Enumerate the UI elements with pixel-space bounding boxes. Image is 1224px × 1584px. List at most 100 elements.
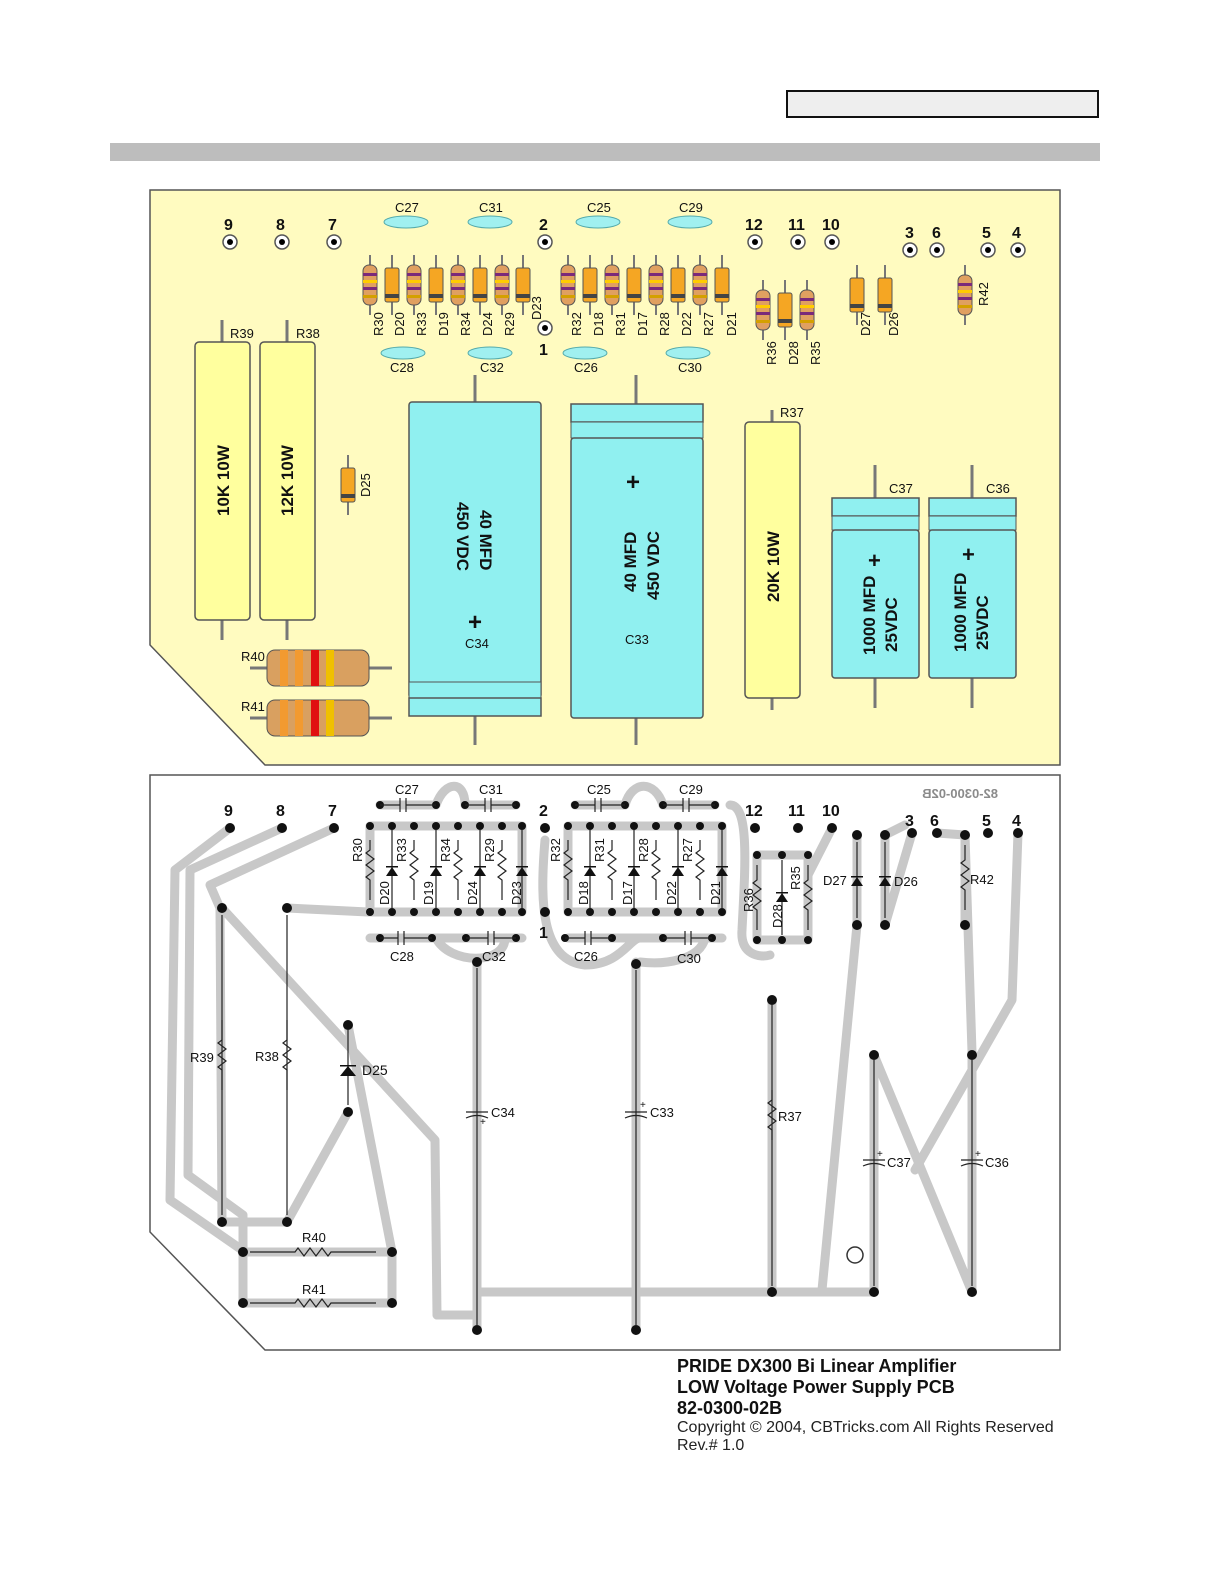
- svg-text:C29: C29: [679, 200, 703, 215]
- svg-text:R28: R28: [657, 312, 672, 336]
- svg-text:R41: R41: [241, 699, 265, 714]
- svg-text:R36: R36: [764, 341, 779, 365]
- svg-text:R30: R30: [350, 838, 365, 862]
- svg-text:R40: R40: [302, 1230, 326, 1245]
- small-caps-top: C27 C31 C25 C29 C28 C32 C26 C30: [380, 200, 713, 375]
- svg-text:1000 MFD: 1000 MFD: [860, 576, 879, 655]
- svg-text:C25: C25: [587, 782, 611, 797]
- svg-text:C33: C33: [650, 1105, 674, 1120]
- svg-text:C26: C26: [574, 949, 598, 964]
- pins-bottom: 9 8 7 2 1 12 11 10 3 6 5 4: [224, 803, 1021, 942]
- svg-text:R36: R36: [741, 888, 756, 912]
- caption-revision: Rev.# 1.0: [677, 1437, 745, 1454]
- svg-text:R33: R33: [414, 312, 429, 336]
- svg-text:R29: R29: [482, 838, 497, 862]
- svg-text:R28: R28: [636, 838, 651, 862]
- svg-text:D21: D21: [724, 312, 739, 336]
- svg-text:25VDC: 25VDC: [973, 595, 992, 650]
- svg-text:11: 11: [788, 803, 805, 820]
- svg-text:R42: R42: [976, 282, 991, 306]
- svg-text:C30: C30: [677, 951, 701, 966]
- svg-text:D18: D18: [591, 312, 606, 336]
- svg-text:R39: R39: [230, 326, 254, 341]
- svg-text:D19: D19: [436, 312, 451, 336]
- svg-text:D18: D18: [576, 881, 591, 905]
- svg-text:+: +: [640, 1100, 646, 1111]
- svg-text:7: 7: [328, 217, 337, 234]
- svg-text:D17: D17: [620, 881, 635, 905]
- svg-text:C31: C31: [479, 200, 503, 215]
- svg-text:D21: D21: [708, 881, 723, 905]
- caption-part-number: 82-0300-02B: [677, 1398, 783, 1418]
- svg-text:D20: D20: [392, 312, 407, 336]
- component-row-right: R32 D18 R31 D17 R28 D22 R27 D21: [560, 254, 739, 336]
- svg-text:C29: C29: [679, 782, 703, 797]
- svg-text:10: 10: [822, 217, 840, 234]
- svg-text:9: 9: [224, 803, 233, 820]
- svg-text:+: +: [877, 1149, 883, 1160]
- svg-text:+: +: [962, 542, 975, 567]
- svg-text:R34: R34: [458, 312, 473, 336]
- svg-text:D22: D22: [679, 312, 694, 336]
- svg-text:R38: R38: [255, 1049, 279, 1064]
- svg-text:D27: D27: [858, 312, 873, 336]
- svg-text:C28: C28: [390, 949, 414, 964]
- svg-text:40 MFD: 40 MFD: [476, 510, 495, 570]
- caption-copyright: Copyright © 2004, CBTricks.com All Right…: [677, 1419, 1054, 1436]
- svg-text:6: 6: [932, 225, 941, 242]
- svg-text:5: 5: [982, 813, 991, 830]
- svg-text:D23: D23: [509, 881, 524, 905]
- header-bar: [110, 143, 1100, 161]
- svg-text:C31: C31: [479, 782, 503, 797]
- svg-text:2: 2: [539, 803, 548, 820]
- svg-text:C32: C32: [482, 949, 506, 964]
- pins-top: 9 8 7 2 1 12 11 10 3 6 5 4: [222, 217, 1026, 359]
- schematic-labels: C27 C31 C25 C29 C28 C32 C26 C30 R30 R33 …: [190, 782, 1009, 1297]
- schematic-diodes: [340, 866, 891, 1076]
- svg-text:2: 2: [539, 217, 548, 234]
- svg-text:R27: R27: [701, 312, 716, 336]
- caption-title: PRIDE DX300 Bi Linear Amplifier: [677, 1356, 957, 1376]
- svg-text:9: 9: [224, 217, 233, 234]
- svg-text:R39: R39: [190, 1050, 214, 1065]
- svg-text:C28: C28: [390, 360, 414, 375]
- mounting-hole: [846, 1246, 864, 1264]
- svg-text:4: 4: [1012, 225, 1021, 242]
- svg-text:R30: R30: [371, 312, 386, 336]
- svg-text:R32: R32: [548, 838, 563, 862]
- svg-text:D24: D24: [480, 312, 495, 336]
- r37-power-resistor: R37 20K 10W: [744, 405, 804, 710]
- svg-text:+: +: [626, 469, 640, 496]
- svg-text:450 VDC: 450 VDC: [453, 502, 472, 571]
- svg-text:C36: C36: [985, 1155, 1009, 1170]
- svg-text:D28: D28: [786, 341, 801, 365]
- component-group-right: R36 D28 R35 D27 D26 R42: [755, 264, 991, 365]
- svg-text:+: +: [975, 1149, 981, 1160]
- svg-text:R31: R31: [592, 838, 607, 862]
- svg-text:C37: C37: [889, 481, 913, 496]
- c37-capacitor: C37 + 1000 MFD 25VDC: [831, 465, 920, 708]
- svg-text:D17: D17: [635, 312, 650, 336]
- svg-text:+: +: [468, 609, 482, 636]
- svg-text:D25: D25: [358, 473, 373, 497]
- svg-text:R27: R27: [680, 838, 695, 862]
- svg-text:R42: R42: [970, 872, 994, 887]
- svg-text:D20: D20: [377, 881, 392, 905]
- svg-text:1: 1: [539, 342, 548, 359]
- svg-text:R33: R33: [394, 838, 409, 862]
- svg-text:C25: C25: [587, 200, 611, 215]
- c34-capacitor: 40 MFD 450 VDC + C34: [408, 375, 542, 745]
- svg-text:1000 MFD: 1000 MFD: [951, 573, 970, 652]
- svg-text:R37: R37: [778, 1109, 802, 1124]
- svg-text:12: 12: [745, 217, 763, 234]
- svg-text:D25: D25: [362, 1062, 388, 1078]
- d25-diode: D25: [340, 454, 373, 516]
- svg-text:R29: R29: [502, 312, 517, 336]
- svg-text:D26: D26: [894, 874, 918, 889]
- svg-text:C32: C32: [480, 360, 504, 375]
- svg-text:8: 8: [276, 803, 285, 820]
- board-number-mirrored: 82-0300-02B: [922, 786, 998, 801]
- c33-capacitor: + 40 MFD 450 VDC C33: [570, 375, 704, 745]
- svg-text:R35: R35: [808, 341, 823, 365]
